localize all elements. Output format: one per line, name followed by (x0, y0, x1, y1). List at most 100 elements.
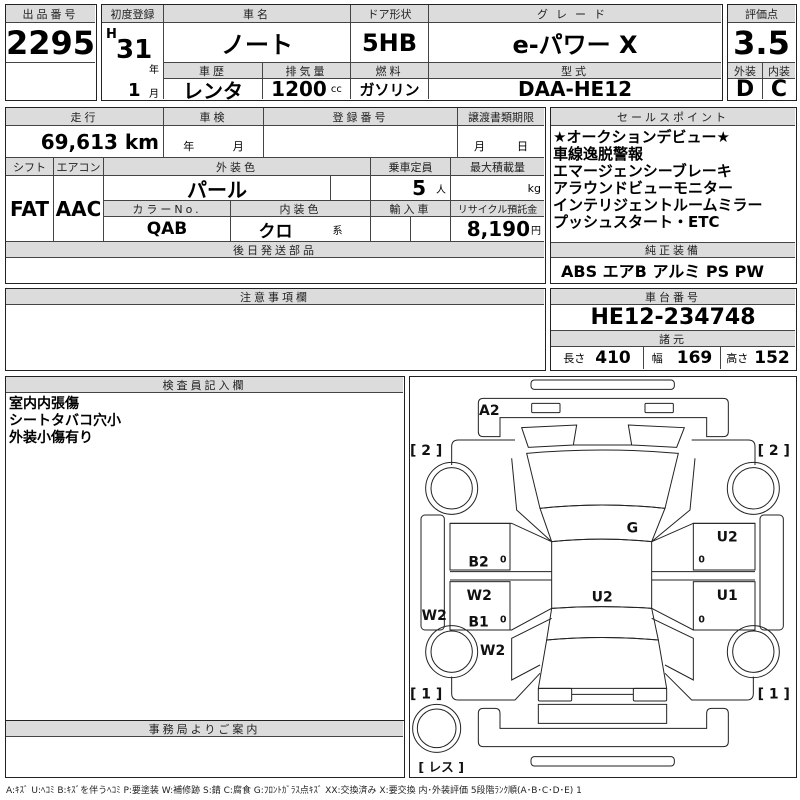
rear-panel (537, 693, 668, 724)
ext-color-label: 外装色 (104, 158, 371, 176)
door-front-left (449, 522, 511, 571)
chassis-label: 車台番号 (551, 289, 795, 305)
int-color-unit: 系 (332, 225, 343, 237)
headlight-right (644, 402, 674, 414)
tire-rear-right: [ 1 ] (758, 686, 790, 702)
sales-point: 車線逸脱警報 (553, 145, 644, 163)
door-type: 5HB (351, 23, 429, 63)
max-load: kg (451, 176, 544, 201)
office-label: 事務局よりご案内 (6, 721, 403, 737)
int-color-value: クロ (258, 221, 293, 242)
vehicle-box: 初度登録 車名 ドア形状 グレード H 31 年 1 月 ノート 5HB e-パ… (101, 4, 723, 103)
import-label: 輸入車 (371, 201, 451, 217)
ext-color-extra (331, 176, 371, 201)
sales-point: プッシュスタート・ETC (553, 213, 720, 231)
sales-point: インテリジェントルームミラー (553, 196, 763, 214)
width-value: 169 (676, 348, 713, 368)
capacity-label: 乗車定員 (371, 158, 451, 176)
year-unit: 年 (149, 65, 159, 76)
taillight-right (632, 687, 668, 702)
inspection-year-unit: 年 (183, 140, 195, 153)
equipment-label: 純正装備 (551, 242, 795, 258)
rear-glass (546, 606, 659, 641)
height-label: 高さ (726, 352, 749, 365)
mark-a2: A2 (479, 403, 500, 419)
wheels (412, 461, 780, 753)
import-cell-2 (411, 217, 451, 242)
first-reg-label: 初度登録 (102, 5, 164, 23)
door-front-right (692, 522, 756, 571)
model-label: 型式 (429, 63, 721, 79)
length-label: 長さ (563, 352, 586, 365)
mileage-label: 走行 (6, 108, 164, 126)
door-label: ドア形状 (351, 5, 429, 23)
width-label: 幅 (651, 352, 663, 365)
rear-bar (530, 756, 675, 767)
ext-color: パール (104, 176, 331, 202)
handle-mark: 0 (500, 554, 507, 565)
sales-point: アラウンドビューモニター (553, 179, 734, 197)
tire-front-left: [ 2 ] (410, 443, 442, 459)
history-label: 車歴 (164, 63, 263, 79)
inspector-note: 室内内張傷 (9, 396, 79, 412)
transfer-date: 月日 (458, 126, 544, 158)
grade-label: グレード (429, 5, 721, 23)
hood (526, 449, 679, 509)
legend: A:ｷｽﾞ U:ﾍｺﾐ B:ｷｽﾞを伴うﾍｺﾐ P:要塗装 W:補修跡 S:錆 … (6, 786, 582, 796)
ext-grade: D (728, 77, 763, 102)
inspector-box: 検査員記入欄 室内内張傷 シートタバコ穴小 外装小傷有り (5, 376, 405, 721)
month-unit: 月 (149, 89, 159, 100)
spec-width: 幅 169 (644, 347, 721, 369)
listing-number: 2295 (5, 23, 96, 63)
front-bumper (477, 397, 729, 438)
sales-box: セールスポイント ★オークションデビュー★ 車線逸脱警報 エマージェンシーブレー… (550, 107, 797, 284)
int-grade: C (770, 76, 788, 102)
chassis-number: HE12-234748 (551, 305, 795, 331)
sales-point: エマージェンシーブレーキ (553, 162, 732, 180)
handle-mark: 0 (500, 614, 507, 625)
model-code: DAA-HE12 (517, 77, 633, 101)
sill-right (759, 514, 784, 631)
mark-u2-right: U2 (717, 530, 738, 546)
car-name-label: 車名 (164, 5, 351, 23)
sill-left (420, 514, 445, 631)
score-value: 3.5 (728, 23, 795, 63)
headlight-left (531, 402, 561, 414)
height-value: 152 (754, 348, 790, 368)
mark-w2-sill: W2 (422, 608, 447, 624)
displacement-value: 1200 (271, 77, 327, 101)
mark-u2-roof: U2 (592, 590, 613, 606)
office-box: 事務局よりご案内 (5, 720, 405, 778)
aircon: AAC (54, 176, 104, 242)
handle-mark: 0 (698, 554, 705, 565)
notes-label: 注意事項欄 (6, 289, 544, 305)
inspection-date: 年月 (164, 126, 264, 158)
tire-spare: [ レス ] (418, 760, 464, 775)
notes-box: 注意事項欄 (5, 288, 546, 371)
specs-label: 諸元 (551, 331, 795, 347)
max-load-label: 最大積載量 (451, 158, 544, 176)
inspector-note: シートタバコ穴小 (9, 413, 121, 429)
rear-bumper (477, 707, 729, 748)
fuel-label: 燃料 (351, 63, 429, 79)
int-label: 内装 (763, 63, 795, 79)
details-box: 走行 車検 登録番号 譲渡書類期限 69,613 km 年月 月日 シフト エア… (5, 107, 546, 284)
color-no-label: カラーNo. (104, 201, 231, 217)
front-bar (530, 379, 675, 390)
color-no: QAB (104, 217, 231, 242)
aircon-label: エアコン (54, 158, 104, 176)
score-box: 評価点 3.5 外装 内装 D C (727, 4, 797, 102)
displacement-unit: cc (330, 83, 342, 95)
transfer-month-unit: 月 (474, 140, 485, 153)
pillars (450, 571, 755, 581)
ext-label: 外装 (728, 63, 763, 79)
tire-front-right: [ 2 ] (758, 443, 790, 459)
inspection-label: 車検 (164, 108, 264, 126)
listing-label: 出品番号 (6, 5, 95, 23)
mark-w2-door: W2 (467, 588, 492, 604)
